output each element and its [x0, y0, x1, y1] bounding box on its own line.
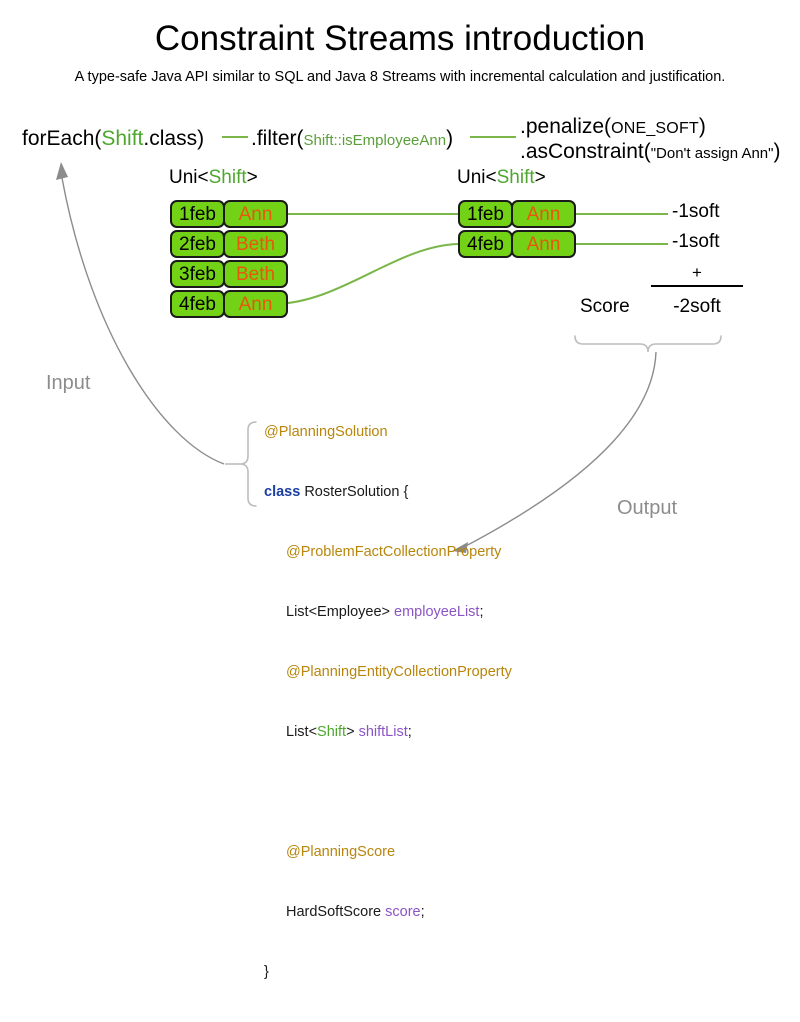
- fact-row[interactable]: 1feb Ann: [170, 200, 290, 228]
- code-line: List<Employee> employeeList;: [264, 602, 512, 622]
- asconstraint-suffix: ): [773, 140, 781, 163]
- code-line: class RosterSolution {: [264, 482, 512, 502]
- fact-row[interactable]: 4feb Ann: [170, 290, 290, 318]
- foreach-type: Shift: [101, 127, 144, 150]
- code-field: score: [385, 904, 421, 920]
- score-operator: +: [692, 263, 702, 282]
- score-brace: [574, 335, 722, 353]
- code-fields-brace: [239, 421, 257, 507]
- code-text: ;: [407, 724, 412, 740]
- code-text: }: [264, 964, 269, 980]
- score-rule: [651, 285, 743, 287]
- code-line: HardSoftScore score;: [264, 902, 512, 922]
- fact-name: Ann: [511, 230, 576, 258]
- code-blank-line: [264, 782, 512, 802]
- diagram-canvas: Constraint Streams introduction A type-s…: [22, 19, 780, 980]
- foreach-suffix: .class): [143, 127, 205, 150]
- uni-right-prefix: Uni<: [457, 167, 497, 188]
- fact-row[interactable]: 4feb Ann: [458, 230, 578, 258]
- output-label: Output: [617, 497, 678, 519]
- uni-label-left: Uni<Shift>: [169, 167, 258, 189]
- asconstraint-expression: .asConstraint("Don't assign Ann"): [520, 139, 780, 167]
- fact-date: 1feb: [170, 200, 225, 228]
- code-line: @PlanningScore: [264, 842, 512, 862]
- page-title: Constraint Streams introduction: [154, 19, 646, 58]
- code-field: employeeList: [394, 604, 480, 620]
- code-line: List<Shift> shiftList;: [264, 722, 512, 742]
- fact-date: 2feb: [170, 230, 225, 258]
- fact-row[interactable]: 2feb Beth: [170, 230, 290, 258]
- penalize-suffix: ): [698, 115, 706, 138]
- code-type: HardSoftScore: [286, 904, 386, 920]
- penalize-prefix: .penalize(: [520, 115, 612, 138]
- fact-name: Ann: [223, 200, 288, 228]
- fact-date: 1feb: [458, 200, 513, 228]
- stream-link-row4: [272, 243, 459, 305]
- penalize-expression: .penalize(ONE_SOFT): [520, 114, 706, 142]
- code-type: >: [346, 724, 359, 740]
- foreach-expression: forEach(Shift.class): [22, 126, 204, 152]
- code-text: RosterSolution {: [300, 484, 409, 500]
- uni-right-type: Shift: [496, 167, 535, 188]
- code-type-green: Shift: [317, 724, 347, 740]
- fact-name: Beth: [223, 230, 288, 258]
- foreach-prefix: forEach(: [22, 127, 102, 150]
- fact-date: 3feb: [170, 260, 225, 288]
- uni-left-suffix: >: [246, 167, 258, 188]
- code-line: @PlanningSolution: [264, 422, 512, 442]
- code-annotation: @PlanningScore: [286, 844, 396, 860]
- uni-left-prefix: Uni<: [169, 167, 209, 188]
- input-label: Input: [46, 372, 91, 394]
- fact-name: Ann: [511, 200, 576, 228]
- fact-date: 4feb: [458, 230, 513, 258]
- score-total: -2soft: [673, 296, 721, 317]
- code-annotation: @ProblemFactCollectionProperty: [286, 544, 502, 560]
- filter-suffix: ): [446, 127, 454, 150]
- filter-prefix: .filter(: [251, 127, 304, 150]
- code-line: }: [264, 962, 512, 982]
- score-label: Score: [580, 296, 630, 317]
- penalty-value: -1soft: [672, 201, 720, 222]
- code-text: ;: [420, 904, 425, 920]
- uni-label-right: Uni<Shift>: [457, 167, 546, 189]
- uni-left-type: Shift: [208, 167, 247, 188]
- code-block: @PlanningSolution class RosterSolution {…: [264, 382, 512, 1022]
- uni-right-suffix: >: [534, 167, 546, 188]
- fact-date: 4feb: [170, 290, 225, 318]
- page-subtitle: A type-safe Java API similar to SQL and …: [74, 69, 726, 85]
- filter-ref: Shift::isEmployeeAnn: [303, 132, 447, 149]
- code-annotation: @PlanningSolution: [264, 424, 388, 440]
- code-line: @PlanningEntityCollectionProperty: [264, 662, 512, 682]
- code-type: List<: [286, 724, 318, 740]
- code-type: List<Employee>: [286, 604, 395, 620]
- asconstraint-prefix: .asConstraint(: [520, 140, 651, 163]
- code-field: shiftList: [358, 724, 408, 740]
- fact-row[interactable]: 3feb Beth: [170, 260, 290, 288]
- asconstraint-arg: "Don't assign Ann": [650, 145, 774, 162]
- code-annotation: @PlanningEntityCollectionProperty: [286, 664, 512, 680]
- fact-name: Beth: [223, 260, 288, 288]
- penalty-value: -1soft: [672, 231, 720, 252]
- penalize-arg: ONE_SOFT: [611, 120, 699, 137]
- code-keyword: class: [264, 484, 301, 500]
- fact-row[interactable]: 1feb Ann: [458, 200, 578, 228]
- code-text: ;: [479, 604, 484, 620]
- filter-expression: .filter(Shift::isEmployeeAnn): [251, 126, 453, 154]
- code-line: @ProblemFactCollectionProperty: [264, 542, 512, 562]
- input-arrow-head: [56, 162, 68, 180]
- fact-name: Ann: [223, 290, 288, 318]
